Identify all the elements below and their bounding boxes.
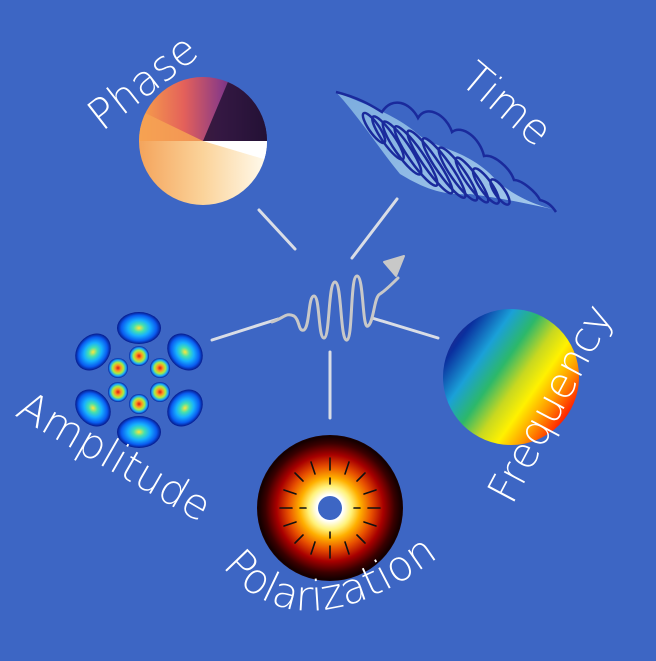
amplitude-image (75, 312, 203, 448)
polarization-image (257, 435, 403, 581)
label-time: Time (452, 52, 562, 156)
connector-lines (210, 197, 440, 420)
center-wave-icon (270, 255, 405, 342)
frequency-image (443, 309, 579, 445)
time-pulse-image (335, 90, 558, 213)
